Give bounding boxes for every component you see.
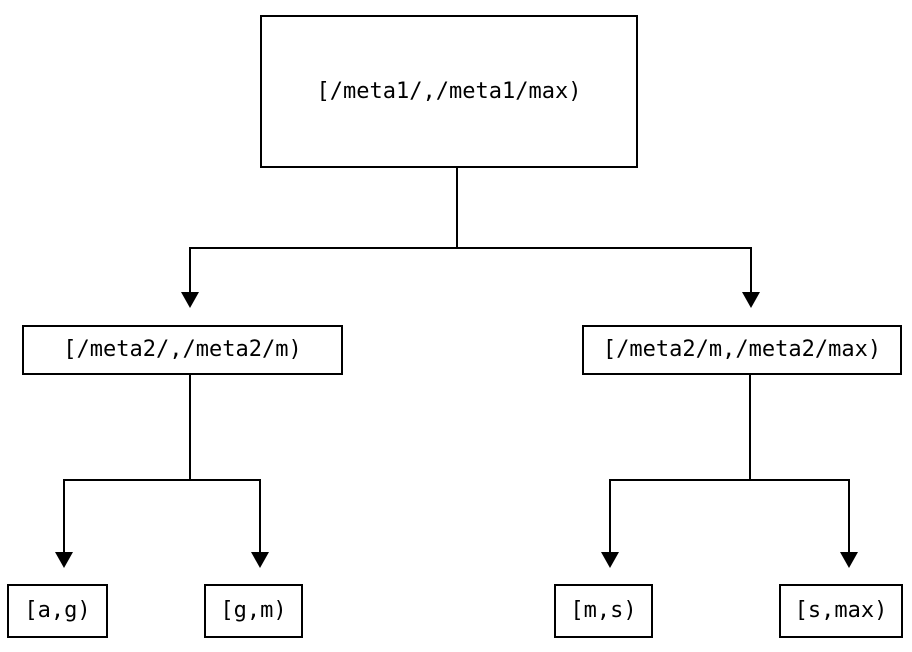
- tree-leaf-g-m: [g,m): [204, 584, 303, 638]
- tree-leaf-a-g: [a,g): [7, 584, 108, 638]
- tree-node-label: [a,g): [24, 598, 91, 623]
- tree-node-label: [s,max): [794, 598, 888, 623]
- arrowhead-icon: [251, 552, 269, 568]
- tree-leaf-m-s: [m,s): [554, 584, 653, 638]
- connector-root-children: [181, 168, 760, 308]
- arrowhead-icon: [742, 292, 760, 308]
- tree-node-root: [/meta1/,/meta1/max): [260, 15, 638, 168]
- arrowhead-icon: [181, 292, 199, 308]
- tree-node-label: [m,s): [570, 598, 637, 623]
- arrowhead-icon: [601, 552, 619, 568]
- tree-node-label: [g,m): [220, 598, 287, 623]
- tree-node-label: [/meta2/m,/meta2/max): [602, 337, 882, 362]
- tree-node-label: [/meta1/,/meta1/max): [316, 78, 582, 104]
- arrowhead-icon: [55, 552, 73, 568]
- connector-left-children: [55, 375, 269, 568]
- tree-node-label: [/meta2/,/meta2/m): [63, 337, 302, 362]
- tree-node-meta2-lower: [/meta2/,/meta2/m): [22, 325, 343, 375]
- tree-leaf-s-max: [s,max): [779, 584, 903, 638]
- tree-node-meta2-upper: [/meta2/m,/meta2/max): [582, 325, 902, 375]
- connector-right-children: [601, 375, 858, 568]
- arrowhead-icon: [840, 552, 858, 568]
